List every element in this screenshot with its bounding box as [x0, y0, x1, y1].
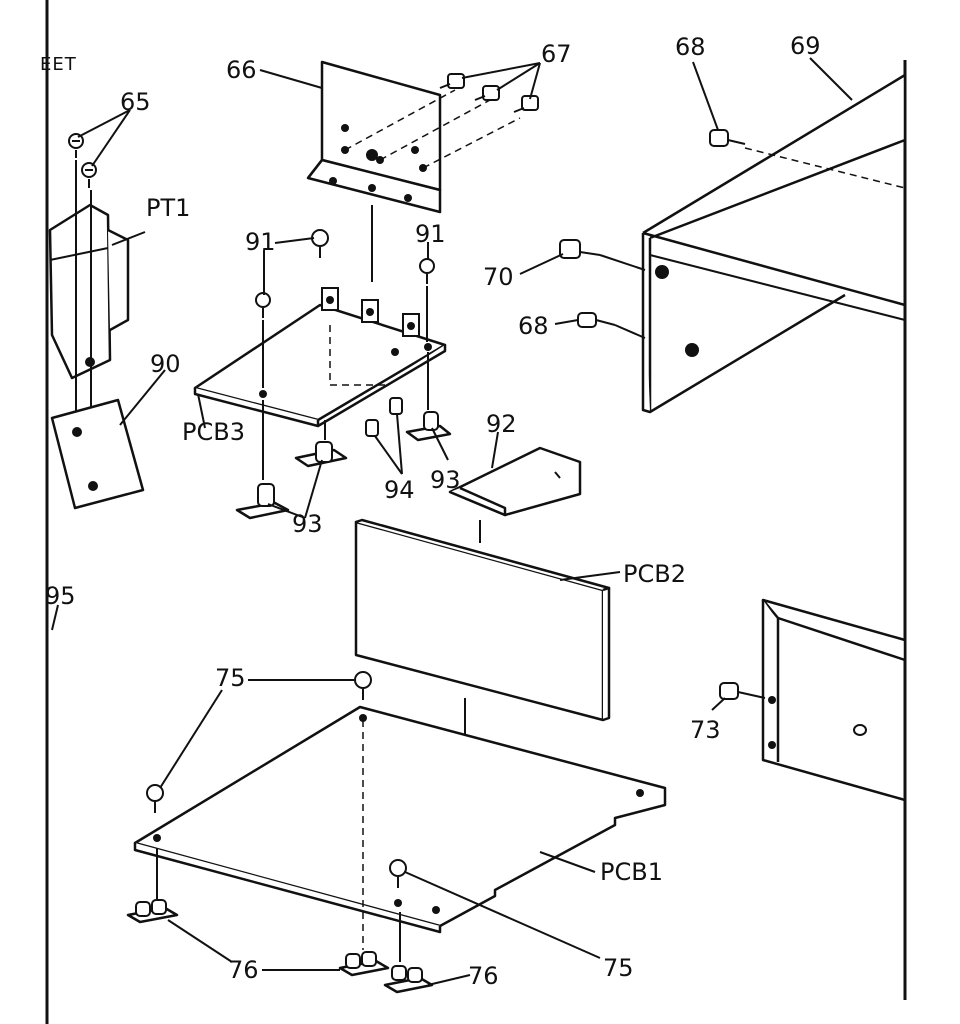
label-95: 95 — [45, 582, 76, 610]
label-pcb1: PCB1 — [600, 858, 663, 886]
label-94: 94 — [384, 476, 415, 504]
spacer-94-b — [389, 397, 403, 415]
transformer-pt1 — [48, 203, 130, 380]
label-93-right: 93 — [430, 466, 461, 494]
label-76-right: 76 — [468, 962, 499, 990]
label-75-top: 75 — [215, 664, 246, 692]
label-66: 66 — [226, 56, 257, 84]
regulator-b — [361, 299, 379, 323]
screw-75-a — [354, 671, 372, 700]
regulator-a — [321, 287, 339, 311]
screw-65-b — [81, 162, 97, 188]
label-pt1: PT1 — [146, 194, 190, 222]
screw-73 — [719, 682, 766, 700]
label-69: 69 — [790, 32, 821, 60]
spacer-94-a — [365, 419, 379, 437]
chassis-69 — [641, 73, 907, 414]
standoff-93-b — [294, 441, 348, 468]
leader-lines — [51, 57, 853, 986]
screw-68-a — [709, 129, 746, 147]
standoff-93-a — [235, 483, 290, 520]
screw-75-b — [146, 784, 164, 813]
screw-75-c — [389, 859, 407, 888]
label-65: 65 — [120, 88, 151, 116]
screw-70 — [559, 239, 601, 259]
screw-67-a — [439, 73, 465, 89]
screw-68-b — [577, 312, 616, 328]
insulator-plate-90 — [50, 398, 145, 510]
label-70: 70 — [483, 263, 514, 291]
label-73: 73 — [690, 716, 721, 744]
screw-67-c — [513, 95, 539, 113]
screw-91-c — [419, 258, 435, 284]
foot-76-a — [126, 899, 179, 924]
label-91-left: 91 — [245, 228, 276, 256]
label-pcb2: PCB2 — [623, 560, 686, 588]
label-pcb3: PCB3 — [182, 418, 245, 446]
label-67: 67 — [541, 40, 572, 68]
label-91-right: 91 — [415, 220, 446, 248]
screw-91-b — [255, 292, 271, 318]
side-panel — [761, 598, 907, 802]
label-76-left: 76 — [228, 956, 259, 984]
regulator-c — [402, 313, 420, 337]
label-92: 92 — [486, 410, 517, 438]
label-93-left: 93 — [292, 510, 323, 538]
standoff-93-c — [405, 411, 452, 442]
screw-67-b — [474, 85, 500, 101]
foot-76-b — [338, 951, 390, 977]
pcb1-board — [133, 705, 667, 934]
label-68-mid: 68 — [518, 312, 549, 340]
pcb2-board — [354, 518, 611, 722]
screw-91-a — [311, 229, 329, 258]
label-90: 90 — [150, 350, 181, 378]
label-68-top: 68 — [675, 33, 706, 61]
foot-76-c — [383, 965, 434, 994]
label-75-bottom: 75 — [603, 954, 634, 982]
cover-92 — [448, 446, 582, 517]
header-fragment: EET — [40, 54, 77, 75]
bracket-66 — [306, 60, 442, 214]
screw-65-a — [68, 133, 84, 158]
